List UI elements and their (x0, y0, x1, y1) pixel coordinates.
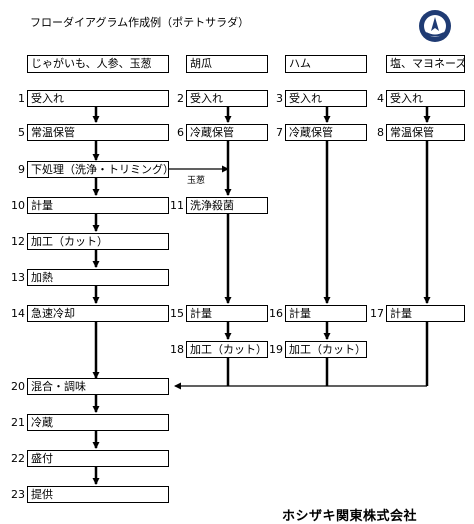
step-number: 1 (18, 92, 25, 105)
step-box: 加工（カット） (27, 233, 169, 250)
step-box: 洗浄殺菌 (186, 197, 268, 214)
step-box: 常温保管 (386, 124, 465, 141)
step-number: 16 (269, 307, 283, 320)
step-box: 下処理（洗浄・トリミング） (27, 161, 169, 178)
column-header-cucumber: 胡瓜 (186, 55, 268, 73)
step-number: 14 (11, 307, 25, 320)
step-box: 計量 (27, 197, 169, 214)
step-number: 20 (11, 380, 25, 393)
step-number: 12 (11, 235, 25, 248)
step-box: 混合・調味 (27, 378, 169, 395)
step-number: 11 (170, 199, 184, 212)
company-name: ホシザキ関東株式会社 (282, 509, 418, 524)
column-header-ham: ハム (285, 55, 367, 73)
step-box: 盛付 (27, 450, 169, 467)
step-number: 13 (11, 271, 25, 284)
step-box: 計量 (186, 305, 268, 322)
column-header-seasoning: 塩、マヨネーズ (386, 55, 465, 73)
step-box: 受入れ (386, 90, 465, 107)
step-number: 2 (177, 92, 184, 105)
step-number: 9 (18, 163, 25, 176)
step-number: 21 (11, 416, 25, 429)
step-box: 提供 (27, 486, 169, 503)
step-number: 18 (170, 343, 184, 356)
step-number: 10 (11, 199, 25, 212)
step-number: 7 (276, 126, 283, 139)
step-number: 23 (11, 488, 25, 501)
step-box: 常温保管 (27, 124, 169, 141)
step-box: 受入れ (186, 90, 268, 107)
diagram-title: フローダイアグラム作成例（ポテトサラダ） (30, 16, 250, 29)
step-box: 計量 (386, 305, 465, 322)
onion-branch-label: 玉葱 (187, 176, 206, 186)
step-box: 冷蔵保管 (186, 124, 268, 141)
step-box: 加工（カット） (186, 341, 268, 358)
step-number: 17 (370, 307, 384, 320)
step-number: 19 (269, 343, 283, 356)
step-box: 冷蔵 (27, 414, 169, 431)
step-number: 5 (18, 126, 25, 139)
step-number: 22 (11, 452, 25, 465)
step-number: 15 (170, 307, 184, 320)
step-number: 8 (377, 126, 384, 139)
step-box: 急速冷却 (27, 305, 169, 322)
company-logo (418, 9, 452, 43)
step-box: 受入れ (285, 90, 367, 107)
step-number: 3 (276, 92, 283, 105)
column-header-potato: じゃがいも、人参、玉葱 (27, 55, 169, 73)
step-box: 受入れ (27, 90, 169, 107)
step-box: 冷蔵保管 (285, 124, 367, 141)
step-number: 6 (177, 126, 184, 139)
step-box: 加熱 (27, 269, 169, 286)
step-box: 加工（カット） (285, 341, 367, 358)
step-number: 4 (377, 92, 384, 105)
step-box: 計量 (285, 305, 367, 322)
